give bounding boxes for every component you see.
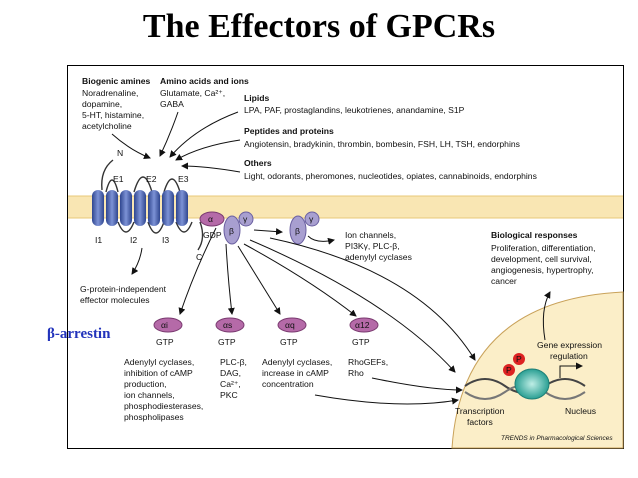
alpha-s-effect-1: PLC-β, (220, 357, 247, 367)
alpha-12-label: α12 (355, 320, 370, 330)
alpha-12-ellipse (349, 317, 379, 333)
phospho-2 (503, 364, 515, 376)
amino-line-2: GABA (160, 99, 184, 109)
biogenic-line-1: Noradrenaline, (82, 88, 138, 98)
helix-5 (148, 190, 160, 226)
bio-responses-line-4: cancer (491, 276, 517, 286)
helix-2 (106, 190, 118, 226)
loop-label-e2: E2 (146, 174, 157, 184)
others-heading: Others (244, 158, 272, 168)
bg-effector-line-2: PI3Kγ, PLC-β, (345, 241, 400, 251)
alpha-i-effect-1: Adenylyl cyclases, (124, 357, 194, 367)
alpha-i-effect-2: inhibition of cAMP (124, 368, 193, 378)
g-gamma-subunit (238, 211, 254, 227)
alpha-i-gtp: GTP (156, 337, 174, 347)
alpha-i-effect-3: production, (124, 379, 167, 389)
transcription-line-1: Transcription (455, 406, 505, 416)
free-beta-subunit (289, 215, 307, 245)
alpha-s-label: αs (223, 320, 232, 330)
nucleus-label: Nucleus (565, 406, 596, 416)
transcription-line-2: factors (467, 417, 493, 427)
alpha-q-gtp: GTP (280, 337, 298, 347)
lipids-heading: Lipids (244, 93, 270, 103)
alpha-i-effect-5: phosphodiesterases, (124, 401, 203, 411)
independent-line-1: G-protein-independent (80, 284, 167, 294)
biogenic-heading: Biogenic amines (82, 76, 151, 86)
g-beta-subunit (223, 215, 241, 245)
alpha-q-effect-3: concentration (262, 379, 314, 389)
g-gamma-label: γ (243, 214, 248, 224)
alpha-q-label: αq (285, 320, 295, 330)
alpha-s-effect-2: DAG, (220, 368, 241, 378)
biogenic-line-2: dopamine, (82, 99, 122, 109)
free-gamma-subunit (304, 211, 320, 227)
g-alpha-subunit (199, 211, 225, 227)
lipids-line-1: LPA, PAF, prostaglandins, leukotrienes, … (244, 105, 465, 115)
figure-frame (67, 65, 624, 449)
bg-effector-line-1: Ion channels, (345, 230, 396, 240)
helix-3 (120, 190, 132, 226)
alpha-s-effect-3: Ca²⁺, (220, 379, 241, 389)
helix-1 (92, 190, 104, 226)
alpha-12-gtp: GTP (352, 337, 370, 347)
alpha-i-label: αi (161, 320, 168, 330)
alpha-q-ellipse (277, 317, 307, 333)
phospho-1 (513, 353, 525, 365)
receptor-helices (92, 190, 188, 226)
biogenic-line-4: acetylcholine (82, 121, 132, 131)
independent-line-2: effector molecules (80, 295, 150, 305)
beta-arrestin-label: β-arrestin (47, 326, 111, 342)
peptides-heading: Peptides and proteins (244, 126, 334, 136)
free-gamma-label: γ (309, 214, 314, 224)
bio-responses-line-2: development, cell survival, (491, 254, 592, 264)
gene-expression-line-2: regulation (550, 351, 588, 361)
alpha-i-effect-4: ion channels, (124, 390, 175, 400)
loop-label-e3: E3 (178, 174, 189, 184)
others-line-1: Light, odorants, pheromones, nucleotides… (244, 171, 537, 181)
helix-4 (134, 190, 146, 226)
helix-7 (176, 190, 188, 226)
n-terminus-label: N (117, 148, 123, 158)
loop-label-i1: I1 (95, 235, 102, 245)
alpha-i-ellipse (153, 317, 183, 333)
bio-responses-line-3: angiogenesis, hypertrophy, (491, 265, 594, 275)
loop-label-e1: E1 (113, 174, 124, 184)
phospho-1-label: P (516, 354, 522, 364)
loop-label-i2: I2 (130, 235, 137, 245)
g-beta-label: β (229, 226, 234, 236)
bio-responses-line-1: Proliferation, differentiation, (491, 243, 595, 253)
source-credit: TRENDS in Pharmacological Sciences (501, 435, 613, 442)
amino-heading: Amino acids and ions (160, 76, 249, 86)
alpha-s-effect-4: PKC (220, 390, 238, 400)
loop-label-i3: I3 (162, 235, 169, 245)
bio-responses-heading: Biological responses (491, 230, 578, 240)
g-alpha-label: α (208, 214, 213, 224)
biogenic-line-3: 5-HT, histamine, (82, 110, 144, 120)
free-beta-label: β (295, 226, 300, 236)
alpha-i-effect-6: phospholipases (124, 412, 184, 422)
slide-title: The Effectors of GPCRs (142, 8, 496, 45)
amino-line-1: Glutamate, Ca²⁺, (160, 88, 225, 98)
c-terminus-label: C (196, 252, 202, 262)
alpha-q-effect-1: Adenylyl cyclases, (262, 357, 332, 367)
alpha-q-effect-2: increase in cAMP (262, 368, 329, 378)
gene-expression-line-1: Gene expression (537, 340, 602, 350)
alpha-12-effect-2: Rho (348, 368, 364, 378)
alpha-12-effect-1: RhoGEFs, (348, 357, 388, 367)
transcription-factor (514, 368, 550, 400)
helix-6 (162, 190, 174, 226)
alpha-s-gtp: GTP (218, 337, 236, 347)
phospho-2-label: P (506, 365, 512, 375)
peptides-line-1: Angiotensin, bradykinin, thrombin, bombe… (244, 139, 520, 149)
alpha-s-ellipse (215, 317, 245, 333)
bg-effector-line-3: adenylyl cyclases (345, 252, 412, 262)
